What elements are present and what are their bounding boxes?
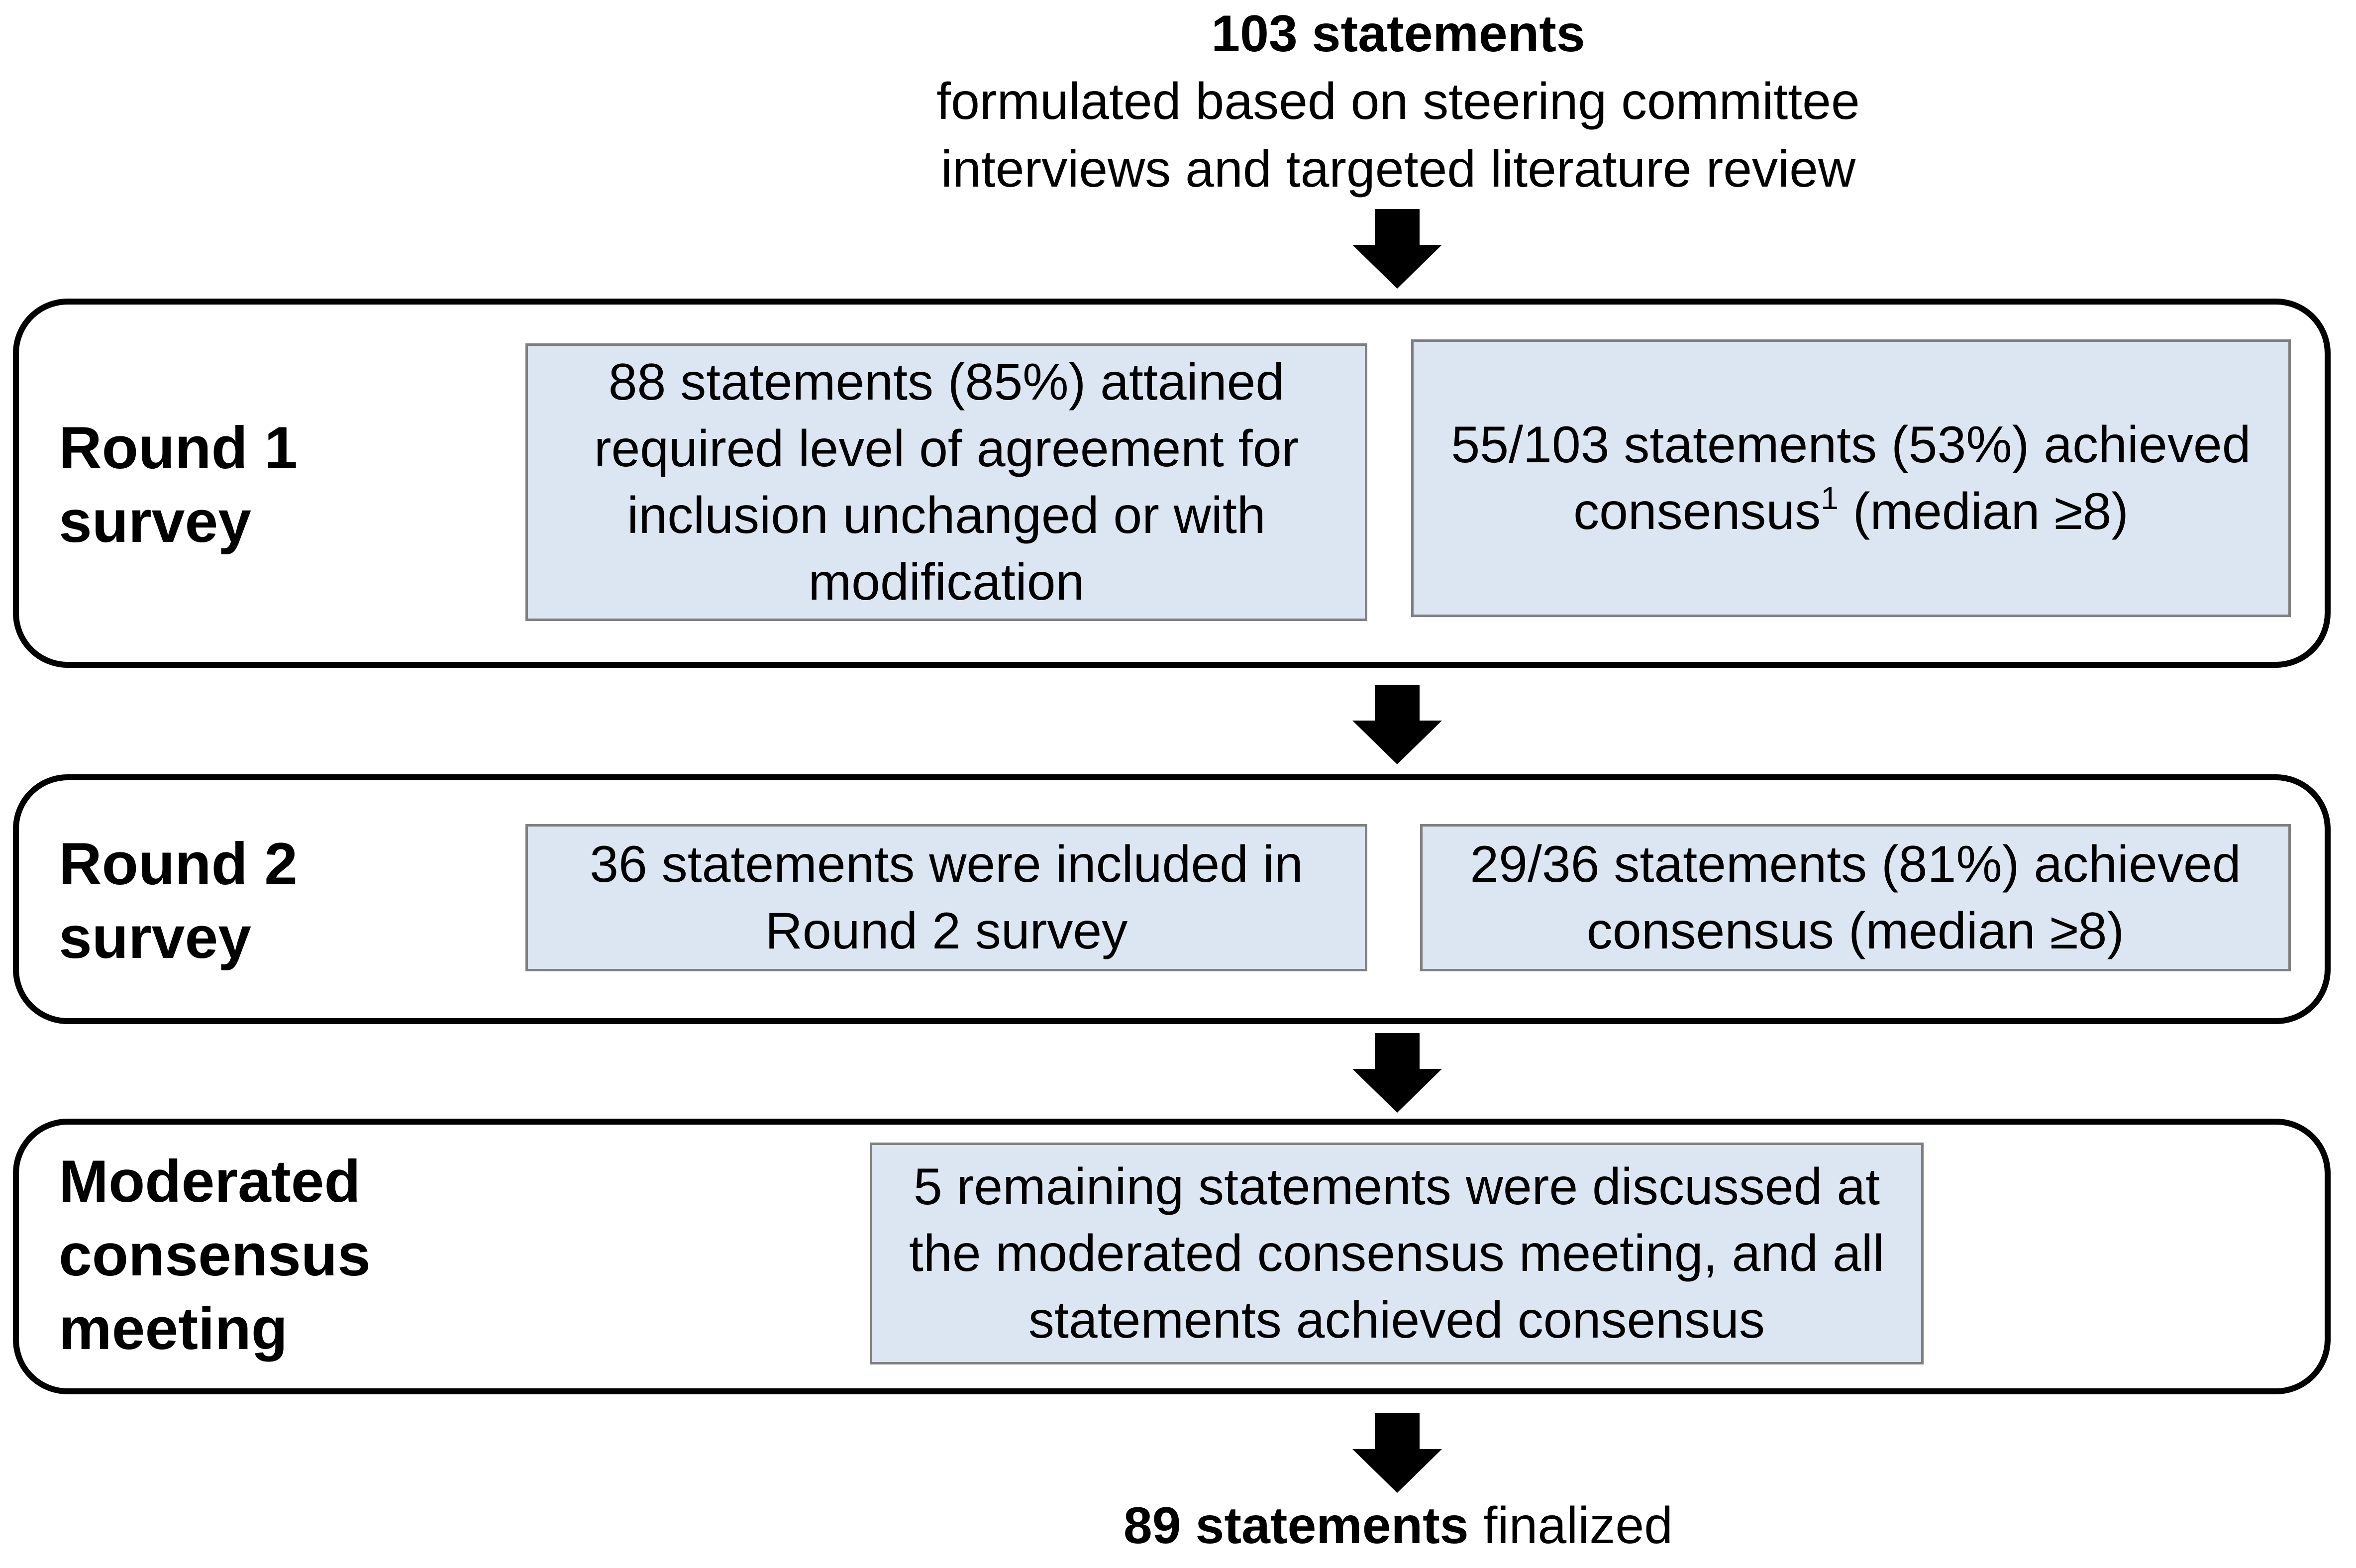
round-2-label: Round 2 survey — [59, 827, 298, 974]
meeting-label-line-3: meeting — [59, 1295, 288, 1362]
round-2-label-line-2: survey — [59, 904, 251, 971]
round-1-label-line-2: survey — [59, 488, 251, 555]
down-arrow-icon — [1352, 1413, 1442, 1493]
meeting-label-line-2: consensus — [59, 1222, 371, 1288]
end-description: finalized — [1468, 1497, 1673, 1555]
round-1-consensus-box: 55/103 statements (53%) achieved consens… — [1411, 339, 2291, 617]
down-arrow-icon — [1352, 209, 1442, 289]
start-description-line-2: interviews and targeted literature revie… — [940, 140, 1856, 198]
meeting-outcome-text: 5 remaining statements were discussed at… — [909, 1158, 1884, 1349]
down-arrow-icon — [1352, 685, 1442, 764]
meeting-label-line-1: Moderated — [59, 1148, 361, 1215]
round-1-label: Round 1 survey — [59, 411, 298, 558]
round-1-agreement-box: 88 statements (85%) attained required le… — [525, 343, 1367, 621]
down-arrow-icon — [1352, 1033, 1442, 1113]
round-1-consensus-text: 55/103 statements (53%) achieved consens… — [1451, 416, 2251, 540]
start-description-line-1: formulated based on steering committee — [936, 73, 1860, 130]
start-node: 103 statements formulated based on steer… — [647, 0, 2150, 203]
meeting-outcome-box: 5 remaining statements were discussed at… — [870, 1143, 1924, 1364]
round-1-label-line-1: Round 1 — [59, 415, 298, 481]
end-count: 89 statements — [1123, 1497, 1469, 1555]
meeting-label: Moderated consensus meeting — [59, 1145, 371, 1365]
end-node: 89 statements finalized — [647, 1492, 2150, 1560]
start-count: 103 statements — [1211, 5, 1585, 63]
round-2-consensus-box: 29/36 statements (81%) achieved consensu… — [1420, 824, 2291, 971]
round-2-included-box: 36 statements were included in Round 2 s… — [525, 824, 1367, 971]
round-2-label-line-1: Round 2 — [59, 831, 298, 897]
round-2-included-text: 36 statements were included in Round 2 s… — [590, 836, 1303, 960]
round-2-consensus-text: 29/36 statements (81%) achieved consensu… — [1470, 836, 2241, 960]
round-1-agreement-text: 88 statements (85%) attained required le… — [594, 353, 1299, 611]
